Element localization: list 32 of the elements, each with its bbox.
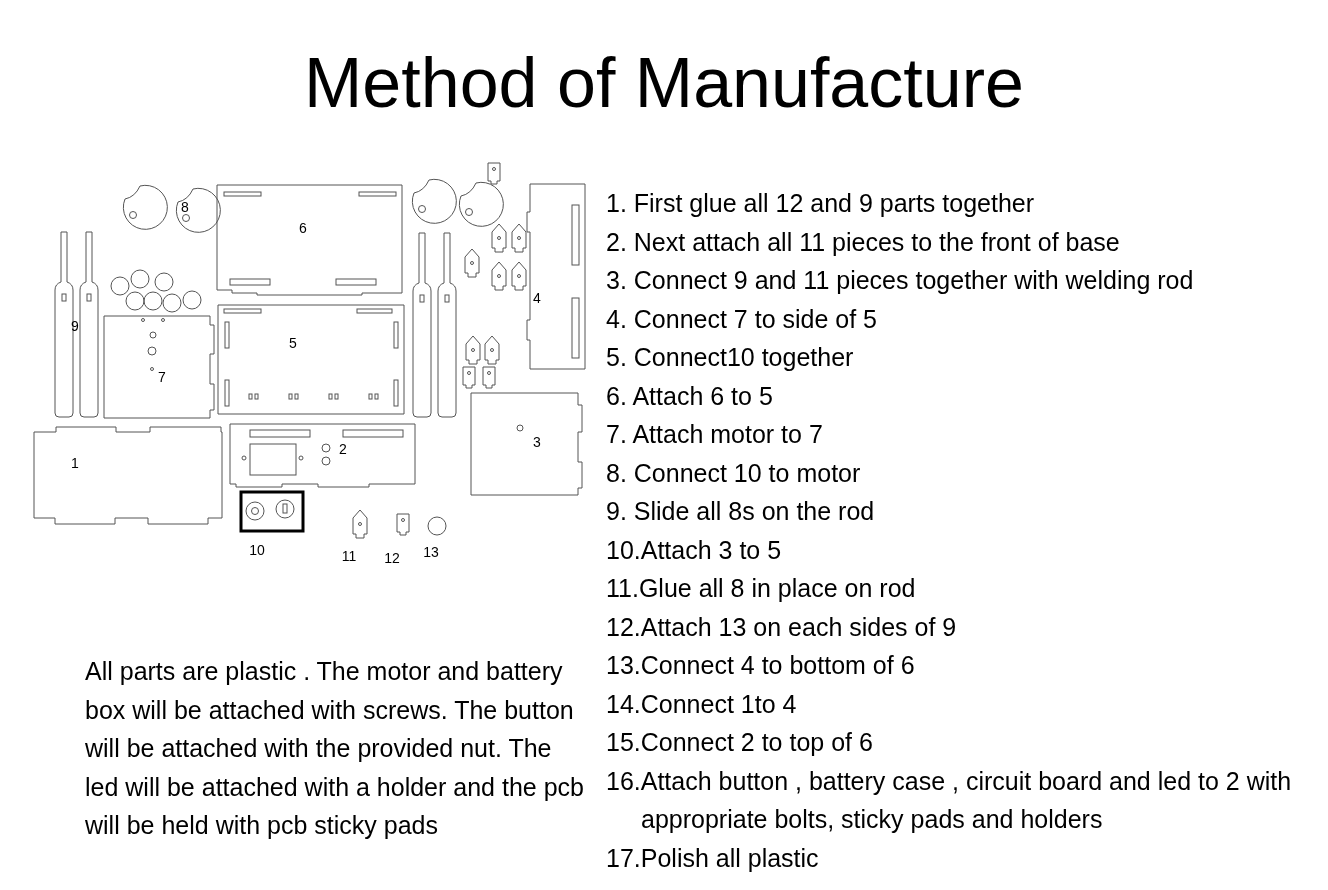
step-text: 9. Slide all 8s on the rod xyxy=(606,496,876,527)
step-text: 3. Connect 9 and 11 pieces together with welding rod xyxy=(606,265,1195,296)
step-text: 11.Glue all 8 in place on rod xyxy=(606,573,917,604)
callout-number: 7 xyxy=(158,369,166,385)
callout-number: 13 xyxy=(423,544,439,560)
step-text: 12.Attach 13 on each sides of 9 xyxy=(606,611,958,643)
callout-number: 12 xyxy=(384,550,400,566)
step-text: 14.Connect 1to 4 xyxy=(606,688,798,720)
callout-number: 5 xyxy=(289,335,297,351)
step-text: 13.Connect 4 to bottom of 6 xyxy=(606,650,916,681)
callout-number: 11 xyxy=(341,548,357,564)
callout-number: 2 xyxy=(339,441,347,457)
step-text: 8. Connect 10 to motor xyxy=(606,457,862,489)
callout-number: 3 xyxy=(533,434,541,450)
step-text: 7. Attach motor to 7 xyxy=(606,419,824,450)
note-paragraph: All parts are plastic . The motor and battery box will be attached with screws. The button will be attached with the provided nut. The led will be attached with a holder and the pcb will be held with pcb sticky pads xyxy=(85,656,585,841)
step-text: 2. Next attach all 11 pieces to the front of base xyxy=(606,226,1121,258)
step-text: 4. Connect 7 to side of 5 xyxy=(606,303,878,335)
callout-number: 8 xyxy=(181,199,189,215)
callout-number: 9 xyxy=(71,318,79,334)
step-text: 17.Polish all plastic xyxy=(606,842,820,874)
callout-number: 1 xyxy=(71,455,79,471)
step-text: 6. Attach 6 to 5 xyxy=(606,380,774,412)
step-text: 5. Connect10 together xyxy=(606,342,855,373)
callout-number: 10 xyxy=(249,542,265,558)
step-text: 1. First glue all 12 and 9 parts together xyxy=(606,188,1036,219)
step-text: 15.Connect 2 to top of 6 xyxy=(606,727,874,758)
callout-number: 6 xyxy=(299,220,307,236)
step-text: 16.Attach button , battery case , circuit board and led to 2 with appropriate bolts, sticky pads and holders xyxy=(606,765,1293,835)
title: Method of Manufacture xyxy=(303,43,1025,124)
callout-number: 4 xyxy=(533,290,541,306)
step-text: 10.Attach 3 to 5 xyxy=(606,534,783,566)
